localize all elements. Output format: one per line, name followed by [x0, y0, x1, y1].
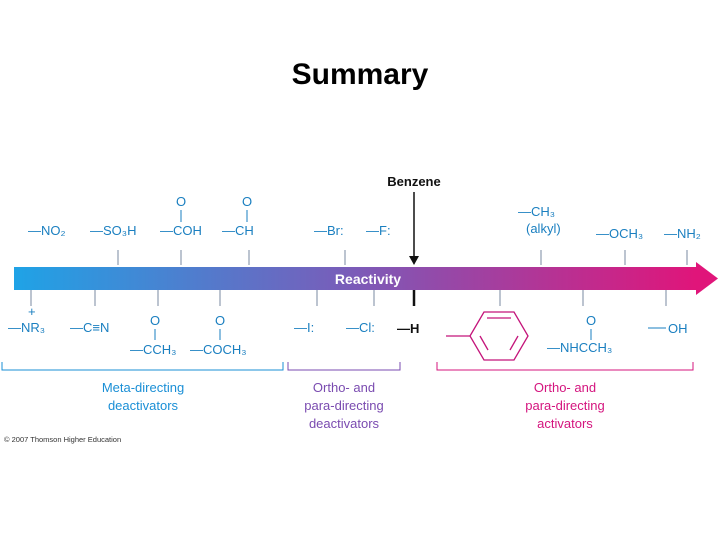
sub-br: —Br:: [314, 223, 344, 238]
group-meta-line1: Meta-directing: [102, 380, 184, 395]
carbonyl-o-cooh: O: [176, 194, 186, 209]
sub-h: —H: [397, 321, 419, 336]
ticks-bottom: [30, 290, 667, 306]
copyright-text: © 2007 Thomson Higher Education: [4, 435, 121, 444]
sub-cl: —Cl:: [346, 320, 375, 335]
sub-nr3: —NR₃: [8, 320, 45, 335]
bracket-op-act: [436, 362, 694, 371]
sub-cn: —C≡N: [70, 320, 109, 335]
group-op-deact-line1: Ortho- and: [313, 380, 375, 395]
carbonyl-o-nhcoch3: O: [586, 313, 596, 328]
sub-cho: —CH: [222, 223, 254, 238]
sub-so3h: —SO₃H: [90, 223, 136, 238]
carbonyl-o-coch3: O: [150, 313, 160, 328]
group-op-deact-line2: para-directing: [304, 398, 384, 413]
bracket-meta: [1, 362, 284, 371]
bracket-op-deact: [287, 362, 401, 371]
benzene-arrow-head: [409, 256, 419, 265]
reactivity-label: Reactivity: [335, 271, 401, 287]
group-op-deact-line3: deactivators: [309, 416, 380, 431]
sub-coch3: —CCH₃: [130, 342, 176, 357]
sub-nhcoch3: —NHCCH₃: [547, 340, 612, 355]
carbonyl-o-cho: O: [242, 194, 252, 209]
sub-nh2: —NH₂: [664, 226, 701, 241]
carbonyl-o-cooch3: O: [215, 313, 225, 328]
group-op-act-line2: para-directing: [525, 398, 605, 413]
sub-f: —F:: [366, 223, 391, 238]
phenyl-ring: [446, 311, 529, 361]
reactivity-bar: [14, 267, 696, 290]
group-op-act-line1: Ortho- and: [534, 380, 596, 395]
sub-cooh: —COH: [160, 223, 202, 238]
sub-oh: OH: [668, 321, 688, 336]
plus-sign-nr3: +: [28, 304, 36, 319]
ticks-top: [117, 250, 688, 265]
sub-och3: —OCH₃: [596, 226, 643, 241]
sub-cooch3: —COCH₃: [190, 342, 247, 357]
slide-title: Summary: [291, 58, 429, 91]
group-meta-line2: deactivators: [108, 398, 179, 413]
sub-i: —I:: [294, 320, 314, 335]
sub-ch3: —CH₃: [518, 204, 555, 219]
sub-no2: —NO₂: [28, 223, 66, 238]
sub-alkyl: (alkyl): [526, 221, 561, 236]
benzene-label: Benzene: [387, 174, 440, 189]
group-op-act-line3: activators: [537, 416, 593, 431]
reactivity-arrowhead: [696, 262, 718, 295]
